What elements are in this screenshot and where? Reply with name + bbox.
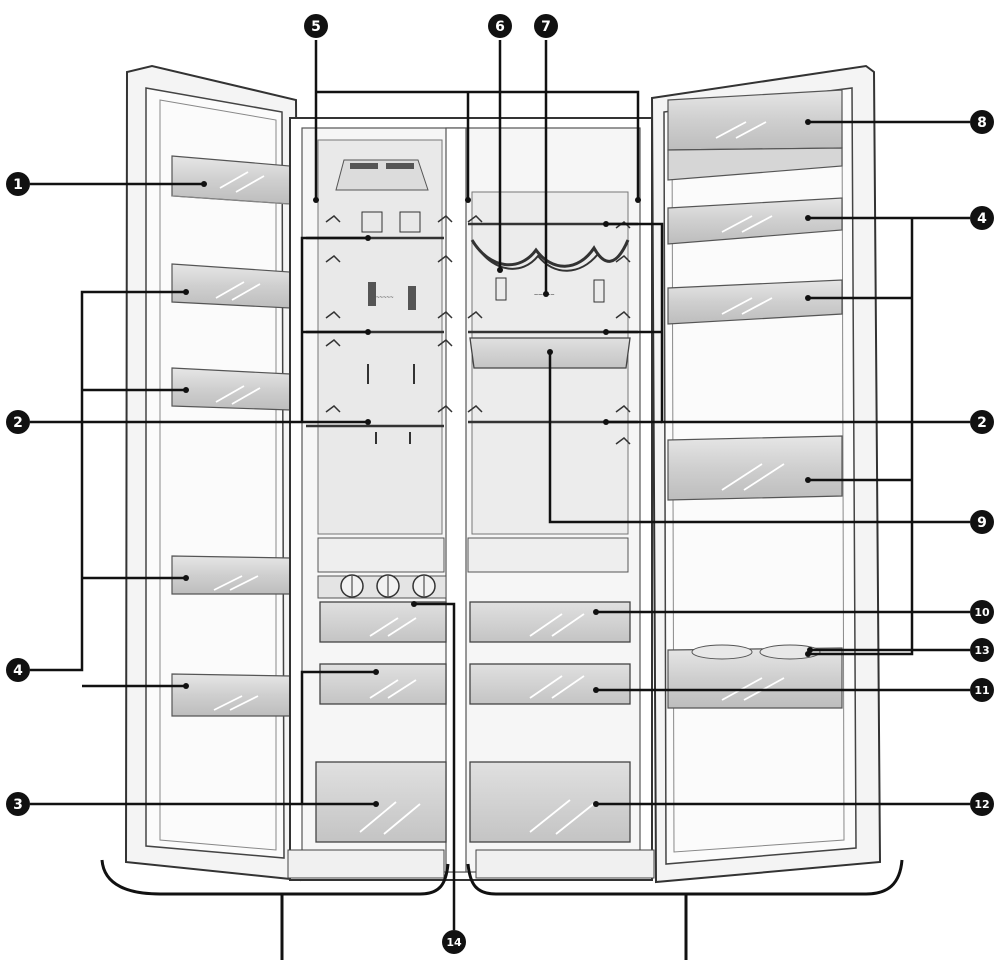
svg-text:12: 12 <box>974 798 989 811</box>
callout-2-left: 2 <box>6 410 30 434</box>
left-door-bin-3 <box>171 367 291 411</box>
callout-9: 9 <box>970 510 994 534</box>
callout-6: 6 <box>488 14 512 38</box>
left-door-bin-2 <box>171 263 291 309</box>
svg-text:~~~~~: ~~~~~ <box>376 295 394 301</box>
svg-text:5: 5 <box>311 19 321 35</box>
callout-7: 7 <box>534 14 558 38</box>
svg-text:1: 1 <box>13 177 23 193</box>
right-door <box>650 64 882 884</box>
svg-text:4: 4 <box>13 663 23 679</box>
left-door <box>124 64 302 882</box>
callout-14: 14 <box>442 930 466 954</box>
svg-text:7: 7 <box>541 19 551 35</box>
cabinet: ~~~~~ ~~~~~ <box>287 117 655 881</box>
right-door-bin-4 <box>667 644 843 709</box>
callout-1: 1 <box>6 172 30 196</box>
callout-4-right: 4 <box>970 206 994 230</box>
svg-text:14: 14 <box>446 936 462 949</box>
callout-3: 3 <box>6 792 30 816</box>
fridge-drawer-12 <box>469 761 631 843</box>
callout-5: 5 <box>304 14 328 38</box>
freezer-drawer-bottom <box>315 761 447 843</box>
svg-text:13: 13 <box>974 644 989 657</box>
svg-text:4: 4 <box>977 211 987 227</box>
leader-dots <box>183 119 813 807</box>
svg-text:10: 10 <box>974 606 990 619</box>
callout-2-right: 2 <box>970 410 994 434</box>
callout-10: 10 <box>970 600 994 624</box>
svg-text:3: 3 <box>13 797 23 813</box>
svg-text:8: 8 <box>977 115 987 131</box>
door-swing-arcs <box>100 859 904 960</box>
right-door-dairy-compartment <box>667 89 843 181</box>
callout-11: 11 <box>970 678 994 702</box>
svg-text:2: 2 <box>13 415 23 431</box>
leader-lines <box>30 40 970 930</box>
callout-12: 12 <box>970 792 994 816</box>
control-dials <box>317 574 447 599</box>
wine-rack <box>470 239 630 303</box>
freezer-drawer-top <box>319 601 447 643</box>
right-door-bin-2 <box>667 279 843 325</box>
shelf-brackets <box>325 215 631 445</box>
svg-text:6: 6 <box>495 19 505 35</box>
callout-4-left: 4 <box>6 658 30 682</box>
callout-13: 13 <box>970 638 994 662</box>
svg-text:2: 2 <box>977 415 987 431</box>
right-door-bin-1 <box>667 197 843 245</box>
left-door-bin-4 <box>171 555 291 595</box>
svg-text:11: 11 <box>974 684 989 697</box>
freezer-drawer-middle <box>319 663 447 705</box>
callout-8: 8 <box>970 110 994 134</box>
svg-text:9: 9 <box>977 515 987 531</box>
